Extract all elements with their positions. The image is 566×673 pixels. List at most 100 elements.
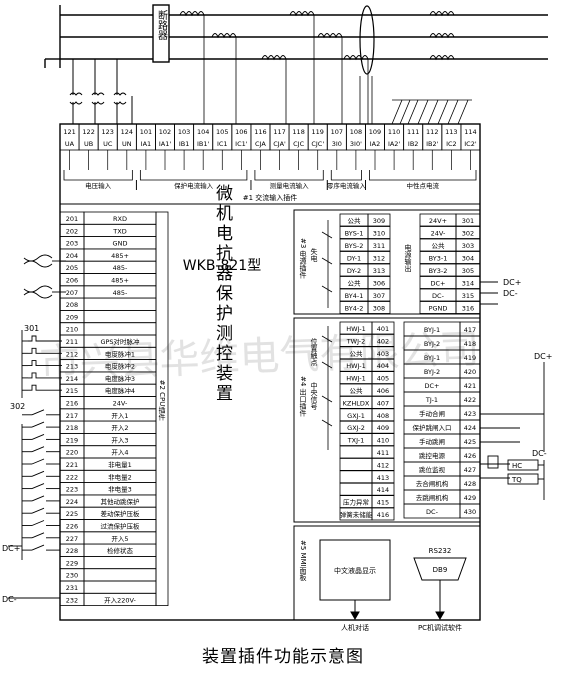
pulse-symbol	[28, 335, 62, 342]
terminal-signal: GPS对时脉冲	[100, 337, 140, 346]
left-terminal: 210	[59, 322, 157, 336]
label-301: 301	[24, 324, 39, 333]
terminal-number: 104	[197, 128, 209, 136]
output-terminal: TXJ-1 410	[339, 433, 395, 447]
terminal-number: 231	[66, 584, 78, 592]
terminal-number: 406	[377, 387, 389, 395]
terminal-number: 410	[377, 437, 389, 445]
terminal-number: 114	[464, 128, 476, 136]
left-terminal: 208	[59, 297, 157, 311]
terminal-number: 116	[254, 128, 266, 136]
terminal-number: 315	[462, 292, 474, 300]
terminal-signal: 公共	[348, 279, 362, 288]
ct-coil	[429, 11, 455, 17]
ct-coils	[179, 11, 455, 61]
terminal-signal: BYJ-1	[424, 326, 440, 334]
terminal-signal: HWJ-1	[346, 375, 365, 383]
terminal-signal: TXJ-1	[347, 437, 365, 445]
busbars	[44, 5, 548, 68]
terminal-signal: 24V-	[431, 230, 446, 238]
terminal-signal: 公共	[350, 386, 364, 395]
dc-minus-left: DC-	[2, 595, 17, 604]
output-terminal: 412	[339, 457, 395, 471]
terminal-number: 430	[464, 508, 476, 516]
terminal-number: 211	[66, 338, 78, 346]
terminal-number: 203	[66, 240, 78, 248]
terminal-number: 118	[292, 128, 304, 136]
terminal-number: 108	[350, 128, 362, 136]
contact	[31, 532, 45, 539]
terminal-group: 中性点电流	[365, 170, 481, 190]
terminal-number: 416	[377, 511, 389, 519]
terminal-number: 408	[377, 412, 389, 420]
pulse-symbol	[28, 360, 62, 367]
voltage-transformer	[69, 59, 133, 124]
terminal-number: 219	[66, 436, 78, 444]
breaker-label: 断路器	[156, 9, 168, 41]
terminal-signal: 开入1	[111, 412, 128, 420]
terminal-number: 113	[445, 128, 457, 136]
lead	[447, 99, 459, 125]
power-right-terminal: 24V-302	[419, 226, 481, 239]
cpu-plugin-label: #2 CPU插件	[158, 380, 166, 422]
terminal-signal: UA	[65, 140, 75, 148]
lcd-label: 中文液晶显示	[334, 566, 376, 575]
terminal-signal: 485-	[113, 264, 128, 272]
terminal-signal: UN	[122, 140, 132, 148]
terminal-signal: IA1'	[159, 140, 171, 148]
terminal-number: 112	[426, 128, 438, 136]
terminal-number: 230	[66, 572, 78, 580]
terminal-number: 304	[462, 255, 474, 263]
terminal-number: 427	[464, 466, 476, 474]
terminal-signal: GXJ-1	[347, 412, 365, 420]
terminal-signal: BY4-1	[345, 292, 364, 300]
contact	[31, 544, 45, 551]
terminal-number: 418	[464, 340, 476, 348]
terminal-signal: 电度脉冲2	[105, 362, 135, 371]
lead	[407, 99, 419, 125]
terminal-signal: 过流保护压板	[101, 522, 141, 531]
terminal-signal: 弹簧未储能	[340, 510, 373, 519]
terminal-number: 419	[464, 354, 476, 362]
lead	[437, 99, 449, 125]
terminal-signal: 其他动跳保护	[101, 497, 140, 506]
terminal-number: 220	[66, 449, 78, 457]
terminal-number: 204	[66, 252, 78, 260]
pulse-inputs	[22, 335, 62, 551]
terminal-group: 测量电流输入	[250, 170, 328, 190]
terminal-number: 413	[377, 474, 389, 482]
ct-coil	[343, 55, 369, 61]
terminal-number: 201	[66, 215, 78, 223]
dc-plus-right: DC+	[503, 278, 521, 287]
terminal-number: 309	[373, 217, 385, 225]
ac-plugin-label: #1 交流输入插件	[243, 193, 298, 202]
terminal-number: 308	[373, 305, 385, 313]
